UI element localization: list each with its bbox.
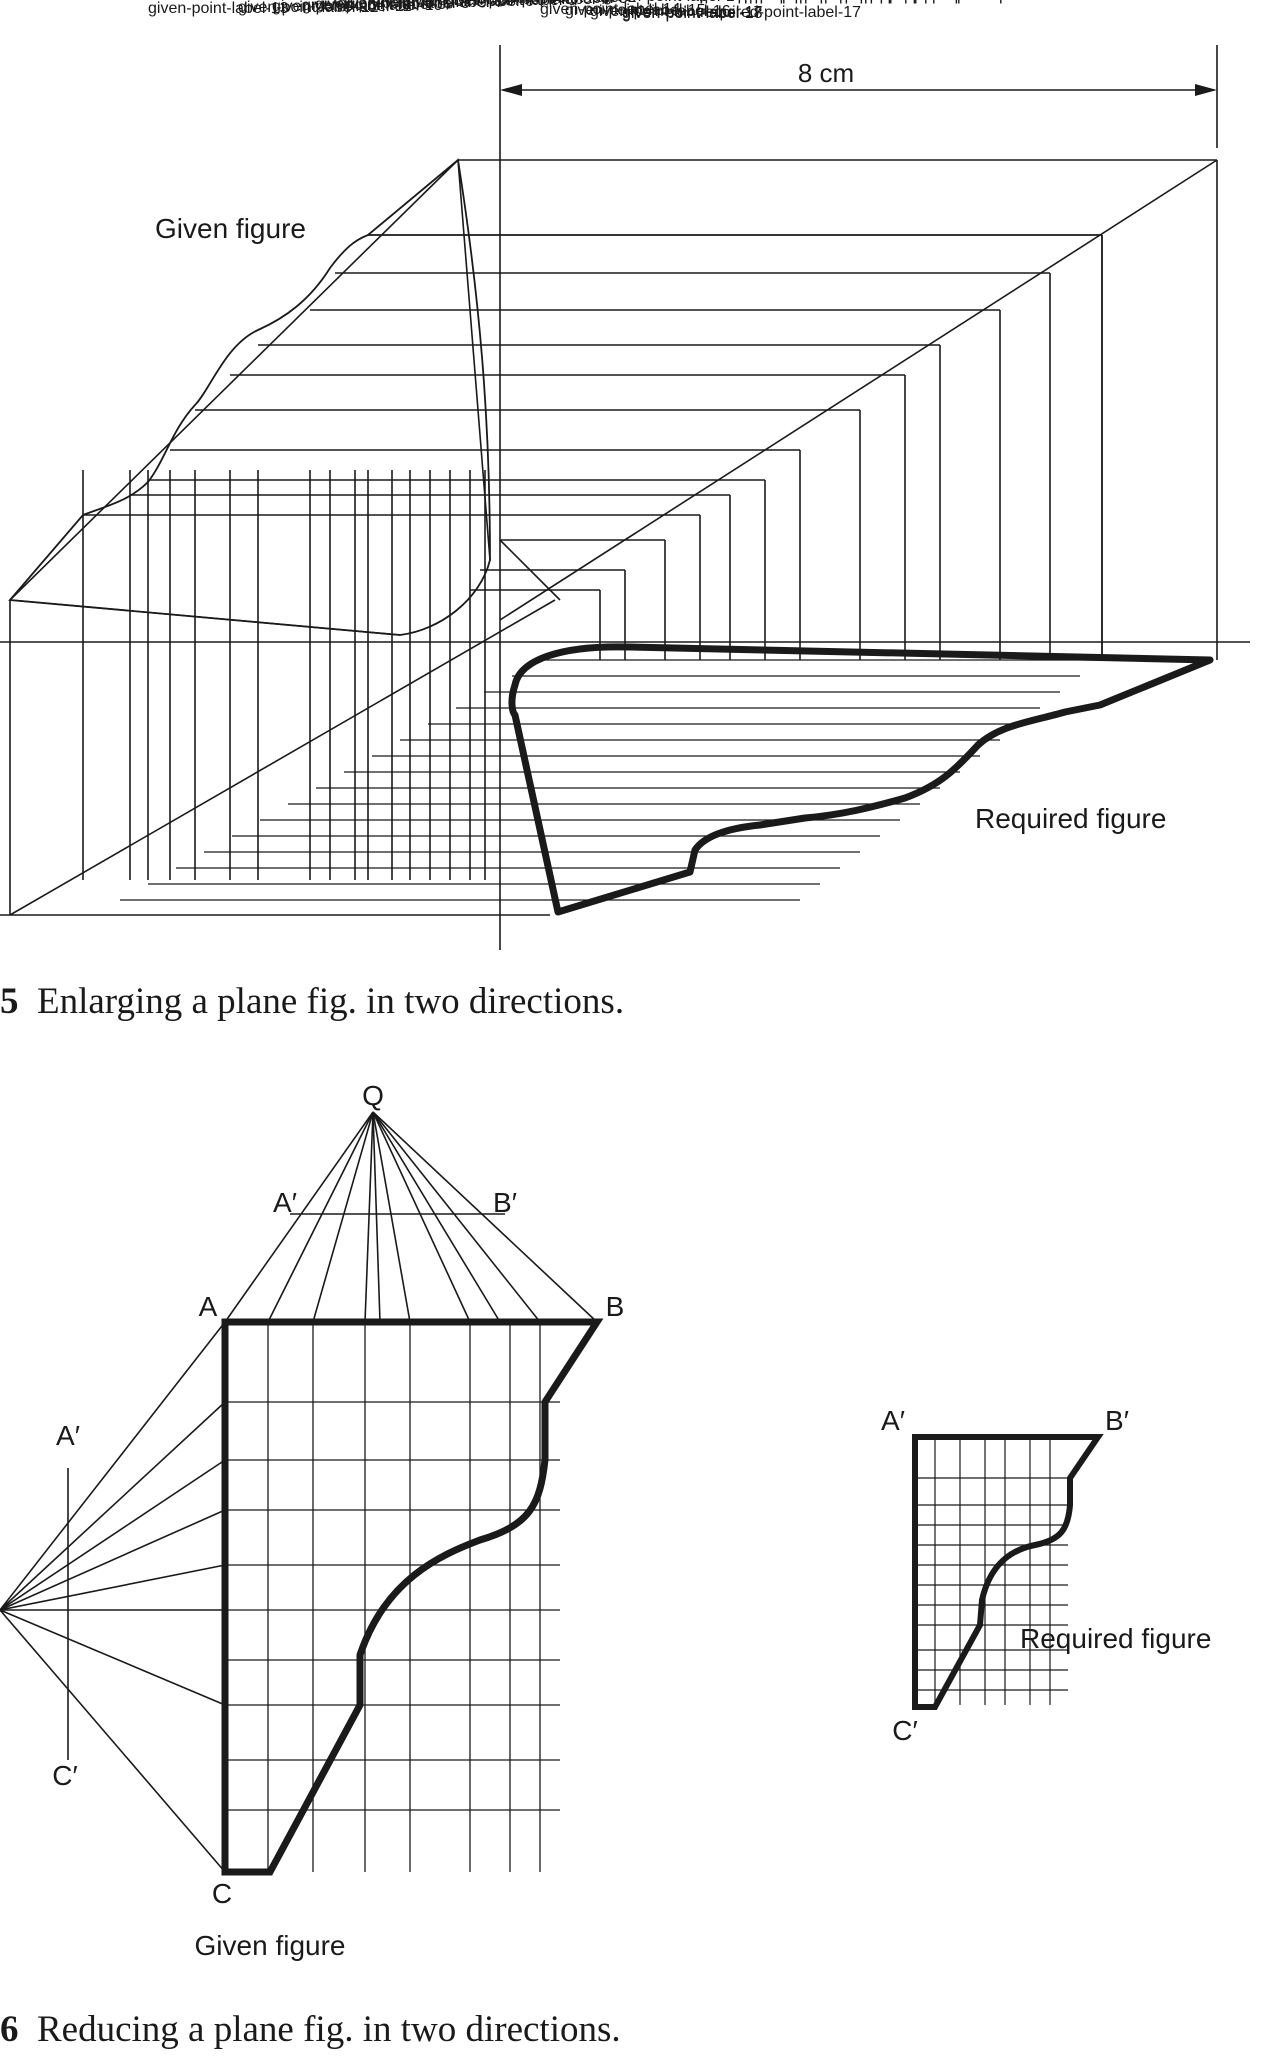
required-figure-grid — [915, 1437, 1068, 1705]
24: required-point-label-18 — [718, 0, 879, 4]
fan-line-top — [267, 1111, 374, 1323]
24: required-point-label-17 — [700, 4, 861, 21]
24: required-point-label-9 — [775, 0, 927, 4]
24: required-point-label-5 — [850, 0, 1002, 4]
figure-6-caption-text: Reducing a plane fig. in two directions. — [37, 2009, 621, 2050]
24: required-point-label-6 — [840, 0, 992, 4]
fan-line-left — [0, 1609, 226, 1706]
given-right-edge-line — [457, 159, 491, 561]
point-c-prime-left-label: C′ — [52, 1760, 77, 1791]
required-figure-outline — [508, 643, 1214, 916]
figure-5-caption-text: Enlarging a plane fig. in two directions… — [37, 981, 625, 1022]
figure-enlarging — [0, 45, 1250, 950]
24: required-point-label-15 — [680, 0, 841, 4]
figure-6-caption: 6 Reducing a plane fig. in two direction… — [0, 2008, 621, 2051]
24: required-point-label-16 — [685, 0, 846, 4]
24: given-point-label-10 — [302, 0, 443, 14]
24: required-point-label-14 — [680, 0, 841, 4]
24: given-point-label-1 — [603, 0, 735, 5]
24: required-point-label-4 — [860, 0, 1012, 4]
24: given-point-label-12 — [238, 0, 379, 16]
24: given-point-label-15 — [565, 2, 706, 19]
24: given-point-label-7 — [372, 0, 504, 11]
fan-line-top — [372, 1111, 471, 1323]
24: given-point-label-4 — [478, 0, 610, 8]
figure-enlarging-labels: 8 cm Given figure Required figure — [155, 58, 1166, 834]
fan-line-top — [312, 1111, 374, 1323]
24: given-point-label-11 — [272, 0, 411, 15]
fan-line-top — [364, 1111, 374, 1323]
point-b-prime-top-label: B′ — [493, 1187, 517, 1218]
24: given-point-label-16 — [590, 3, 731, 20]
fan-line-top — [224, 1111, 374, 1323]
fan-line-top — [372, 1111, 381, 1323]
fan-line-top — [372, 1111, 501, 1323]
fan-line-left — [0, 1321, 226, 1611]
24: given-point-label-5 — [445, 0, 577, 9]
point-a-prime-top-label: A′ — [273, 1187, 297, 1218]
point-a-prime-right-label: A′ — [881, 1405, 905, 1436]
given-figure-outline — [8, 158, 491, 636]
24: given-point-label-18 — [622, 5, 763, 22]
figure-6-number: 6 — [0, 2009, 19, 2050]
point-q-label: Q — [362, 1080, 384, 1111]
point-a-prime-left-label: A′ — [56, 1420, 80, 1451]
24: required-point-label-13 — [680, 0, 841, 4]
fan-line-left — [0, 1509, 226, 1611]
given-figure-outline-2 — [221, 1318, 604, 1876]
point-c-label: C — [212, 1878, 232, 1909]
24: required-point-label-8 — [800, 0, 952, 4]
fan-line-left — [0, 1459, 226, 1611]
fan-line-left — [0, 1401, 226, 1611]
24: required-point-label-2 — [893, 0, 1045, 4]
24: given-point-label-17 — [622, 4, 763, 21]
24: required-point-label-1 — [935, 0, 1087, 4]
figure-reducing — [0, 1111, 1104, 1876]
figure-5-caption: 5 Enlarging a plane fig. in two directio… — [0, 980, 624, 1023]
24: given-point-label-8 — [338, 0, 470, 12]
fan-line-top — [372, 1111, 598, 1323]
figure-5-number: 5 — [0, 981, 19, 1022]
fan-line-top — [372, 1111, 411, 1323]
diagonal-left-top-line — [9, 159, 459, 601]
24: required-point-label-7 — [825, 0, 977, 4]
24: given-point-label-2 — [505, 0, 637, 6]
diagonal-top-line — [499, 159, 1218, 621]
24: required-point-label-12 — [735, 0, 896, 4]
required-figure-label-2: Required figure — [1020, 1623, 1211, 1654]
24: given-point-label-14 — [540, 1, 681, 18]
required-figure-label: Required figure — [975, 803, 1166, 834]
24: required-point-label-3 — [868, 0, 1020, 4]
diagonal-base-line — [9, 599, 556, 916]
given-figure-label: Given figure — [155, 213, 306, 244]
24: given-point-label-9 — [315, 0, 447, 13]
dimension-line — [499, 45, 1218, 950]
given-figure-label-2: Given figure — [195, 1930, 346, 1961]
construction-lines — [0, 159, 1250, 916]
construction-lines-reducing — [0, 1111, 598, 1873]
24: given-point-label-6 — [402, 0, 534, 10]
point-a-label: A — [199, 1291, 218, 1322]
24: given-point-label-3 — [496, 0, 628, 7]
fan-line-left — [0, 1564, 226, 1611]
required-figure-outline-2 — [912, 1434, 1104, 1710]
24: required-point-label-10 — [760, 0, 921, 4]
24: required-point-label-11 — [740, 0, 900, 4]
fan-line-top — [372, 1111, 541, 1323]
figure-reducing-labels: Q A′ B′ A B A′ C′ C Given figure A′ B′ C… — [52, 1080, 1211, 1961]
projection-line — [499, 539, 561, 601]
dimension-label: 8 cm — [798, 58, 854, 88]
fan-line-left — [0, 1609, 226, 1873]
24: given-point-label-13 — [148, 0, 289, 17]
point-b-label: B — [606, 1291, 625, 1322]
point-b-prime-right-label: B′ — [1105, 1405, 1129, 1436]
point-c-prime-right-label: C′ — [892, 1715, 917, 1746]
